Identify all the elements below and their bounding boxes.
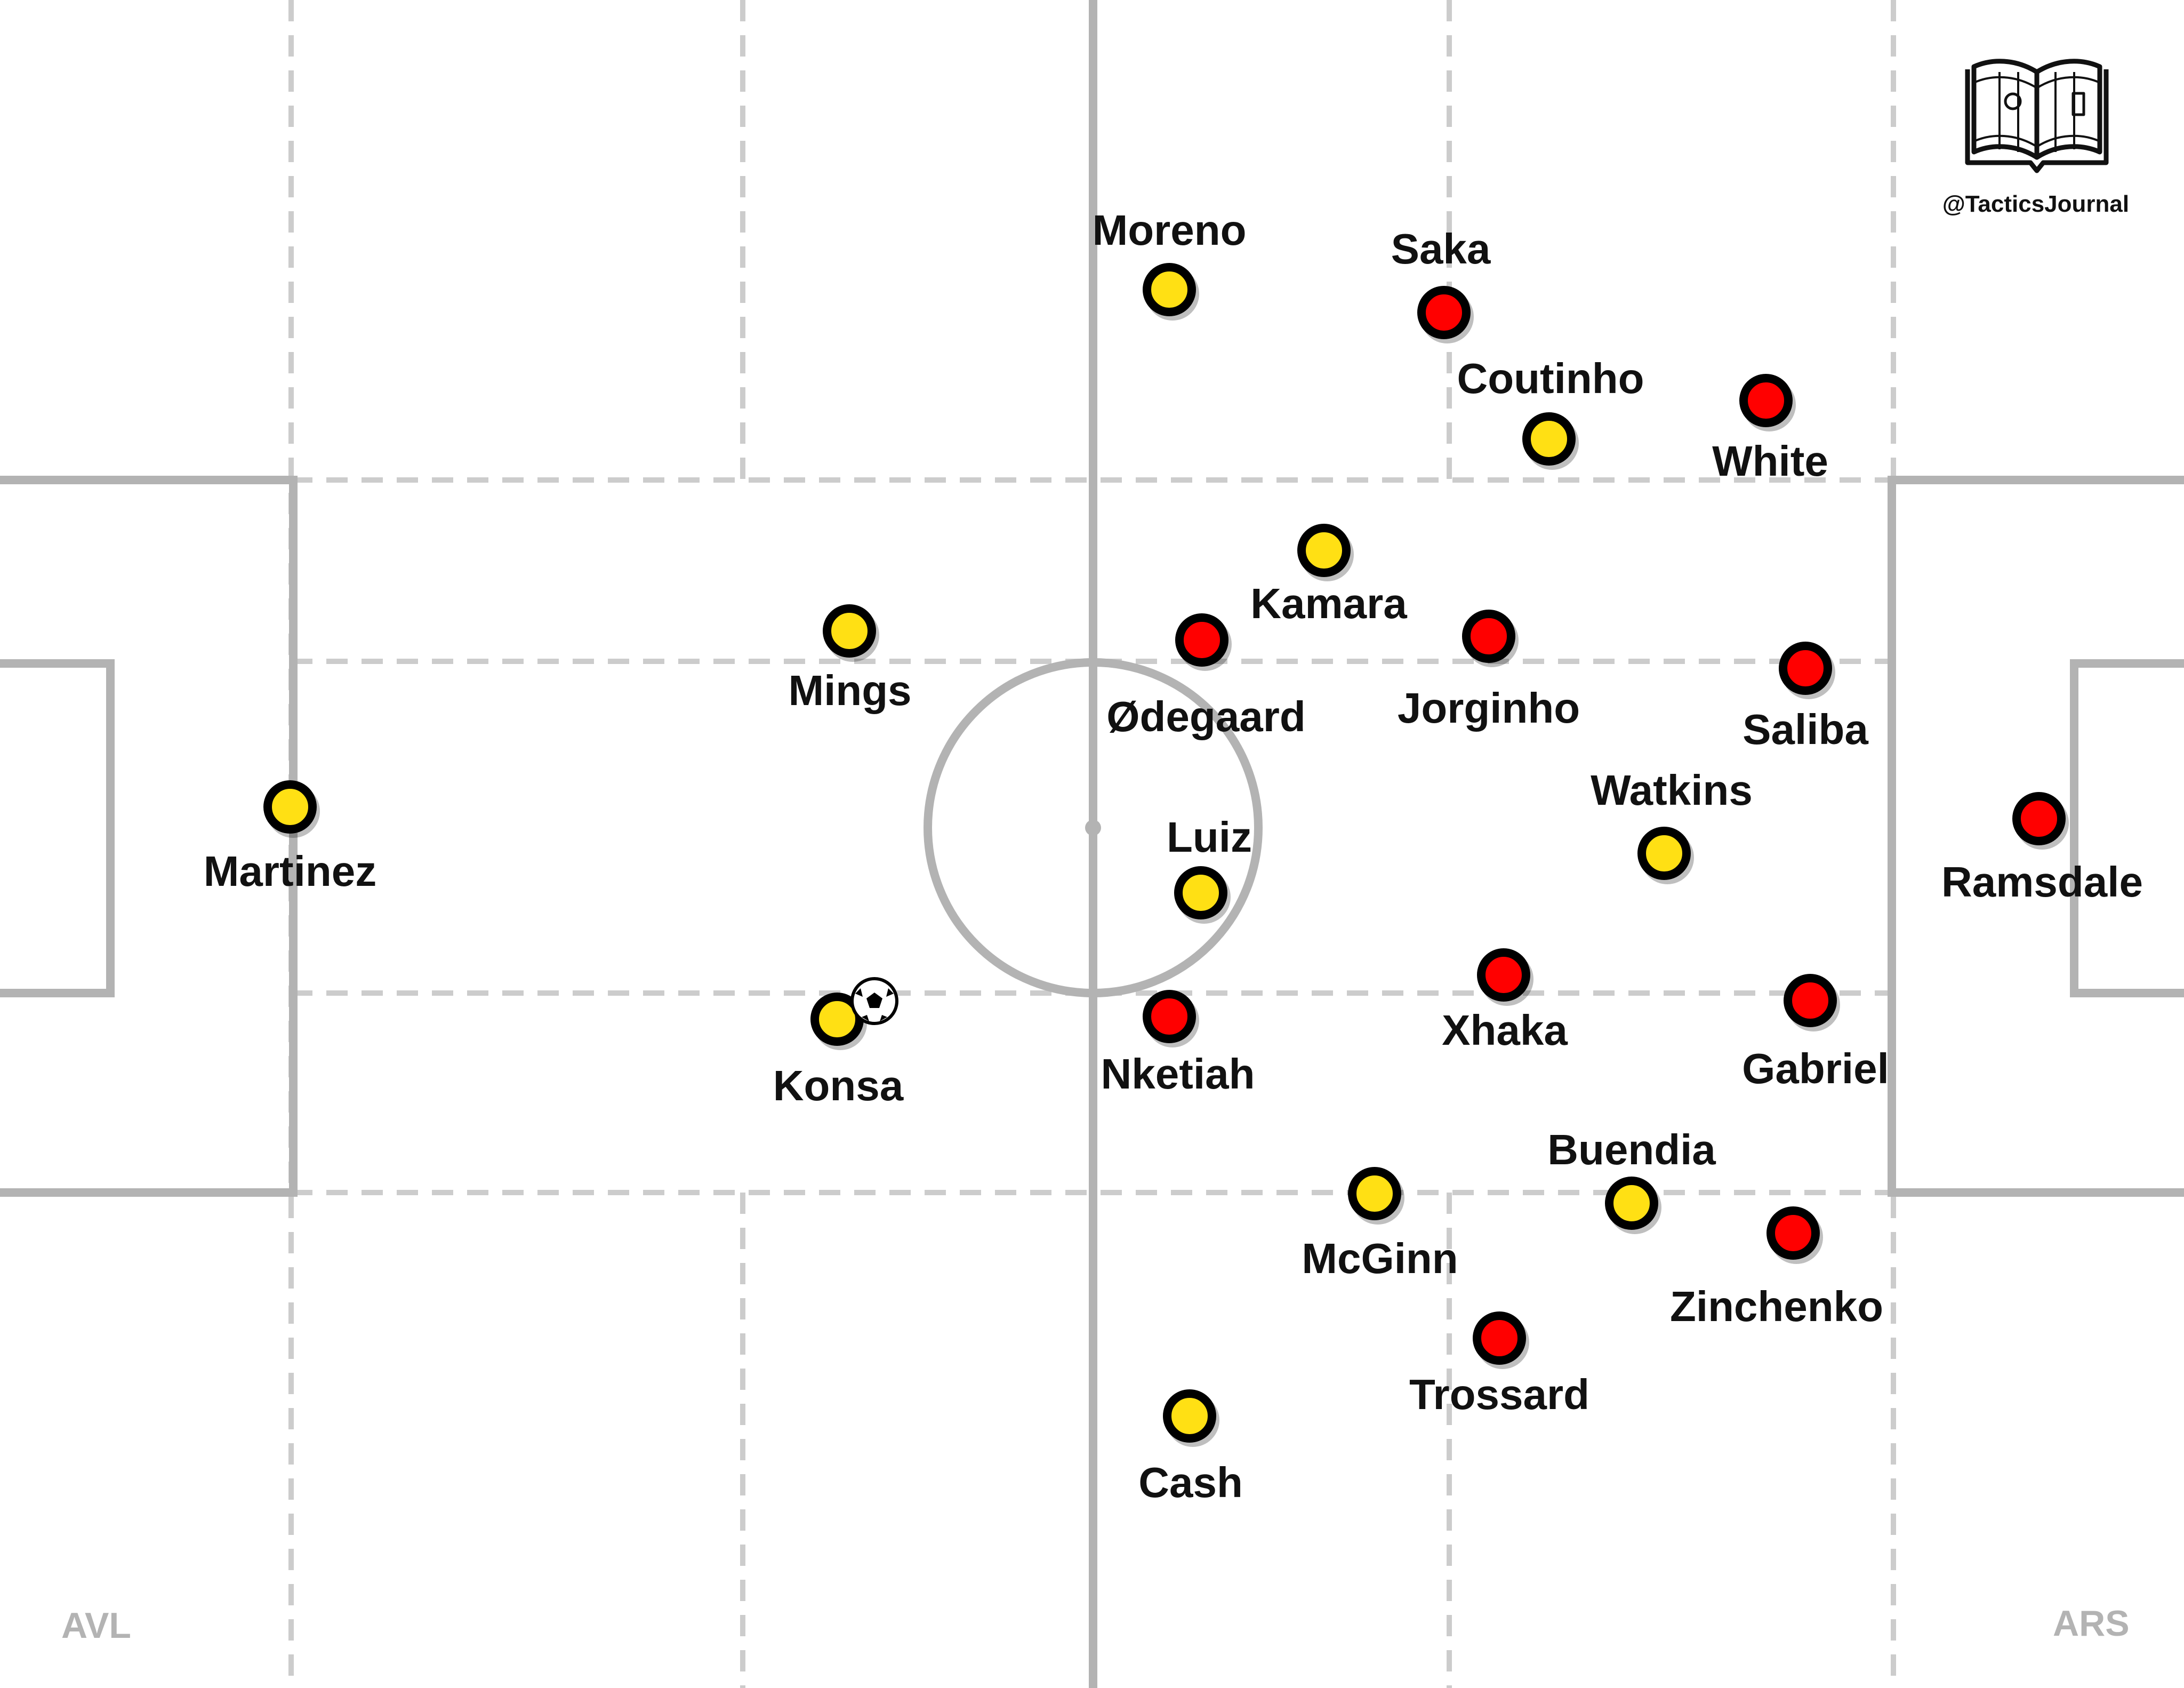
players-layer: Moreno SakaCoutinhoWhiteKamaraMingsØdegaa… xyxy=(204,206,2143,1506)
team-label-left: AVL xyxy=(61,1605,131,1646)
player-label: Jorginho xyxy=(1398,684,1580,732)
player-label: Ødegaard xyxy=(1106,693,1305,740)
player-mings: Mings xyxy=(788,604,912,714)
player-label: Mings xyxy=(788,667,911,714)
player-watkins: Watkins xyxy=(1591,766,1753,884)
player-white: White xyxy=(1712,374,1828,485)
zone-lines xyxy=(288,0,1896,1688)
player-trossard: Trossard xyxy=(1409,1311,1589,1418)
player-marker xyxy=(1779,642,1832,695)
ball-icon xyxy=(850,977,898,1025)
player-marker xyxy=(1174,866,1227,919)
player-marker xyxy=(1605,1177,1658,1230)
left-penalty-area xyxy=(0,476,298,1197)
player-marker xyxy=(1348,1167,1401,1220)
centre-circle xyxy=(924,658,1263,997)
player-label: Ramsdale xyxy=(1941,858,2143,906)
player-label: Trossard xyxy=(1409,1371,1589,1418)
player-buendia: Buendia xyxy=(1547,1126,1716,1234)
player-label: Coutinho xyxy=(1457,355,1644,402)
player-nketiah: Nketiah xyxy=(1101,990,1255,1098)
player-marker xyxy=(1784,974,1837,1027)
player-marker xyxy=(1143,263,1196,316)
player-saka: Saka xyxy=(1391,225,1491,343)
player-label: Kamara xyxy=(1250,580,1407,627)
player-kamara: Kamara xyxy=(1250,524,1407,627)
player-label: Watkins xyxy=(1591,766,1753,814)
right-six-yard-box xyxy=(2070,659,2184,997)
left-six-yard-box xyxy=(0,659,115,997)
player-label: Luiz xyxy=(1167,813,1252,861)
player-label: White xyxy=(1712,437,1828,485)
player-marker xyxy=(263,780,317,834)
player-label: Xhaka xyxy=(1442,1006,1568,1054)
player-label: Gabriel xyxy=(1742,1045,1889,1092)
team-label-right: ARS xyxy=(2053,1603,2130,1644)
player-mcginn: McGinn xyxy=(1302,1167,1458,1282)
player-marker xyxy=(1163,1389,1216,1443)
player-saliba: Saliba xyxy=(1743,642,1868,753)
player-cash: Cash xyxy=(1138,1389,1243,1506)
right-penalty-area xyxy=(1888,476,2184,1197)
player-label: Nketiah xyxy=(1101,1050,1255,1098)
player-marker xyxy=(1522,412,1576,466)
player-gabriel: Gabriel xyxy=(1742,974,1889,1092)
player-marker xyxy=(1637,827,1691,880)
player-label: Saka xyxy=(1391,225,1491,273)
branding-handle: @TacticsJournal xyxy=(1942,191,2129,217)
player-marker xyxy=(1739,374,1793,427)
player-label: Saliba xyxy=(1743,706,1868,753)
centre-spot xyxy=(1085,820,1101,836)
player-jorginho: Jorginho xyxy=(1398,610,1580,732)
player-coutinho: Coutinho xyxy=(1457,355,1644,470)
player-marker xyxy=(1462,610,1515,663)
player-label: Moreno xyxy=(1093,206,1247,254)
player-luiz: Luiz xyxy=(1167,813,1252,924)
player-zinchenko: Zinchenko xyxy=(1670,1206,1883,1330)
open-book-pitch-icon xyxy=(1965,59,2109,173)
player-label: Buendia xyxy=(1547,1126,1716,1173)
player-label: Cash xyxy=(1138,1459,1243,1506)
player-label: Martinez xyxy=(204,847,377,895)
player-label: Zinchenko xyxy=(1670,1283,1883,1330)
player-marker xyxy=(823,604,876,658)
player-martinez: Martinez xyxy=(204,780,377,895)
player-marker xyxy=(2012,792,2066,845)
player-ramsdale: Ramsdale xyxy=(1941,792,2143,906)
player-marker xyxy=(1175,613,1228,667)
player-marker xyxy=(1767,1206,1820,1260)
player-marker xyxy=(1477,948,1530,1002)
player-label: Konsa xyxy=(773,1062,904,1109)
player-marker xyxy=(1143,990,1196,1043)
player-marker xyxy=(1473,1311,1526,1365)
player-marker xyxy=(1417,286,1471,339)
player-odegaard: Ødegaard xyxy=(1106,613,1306,740)
player-marker xyxy=(1297,524,1351,577)
player-xhaka: Xhaka xyxy=(1442,948,1568,1054)
player-moreno: Moreno xyxy=(1093,206,1247,321)
player-label: McGinn xyxy=(1302,1235,1458,1282)
